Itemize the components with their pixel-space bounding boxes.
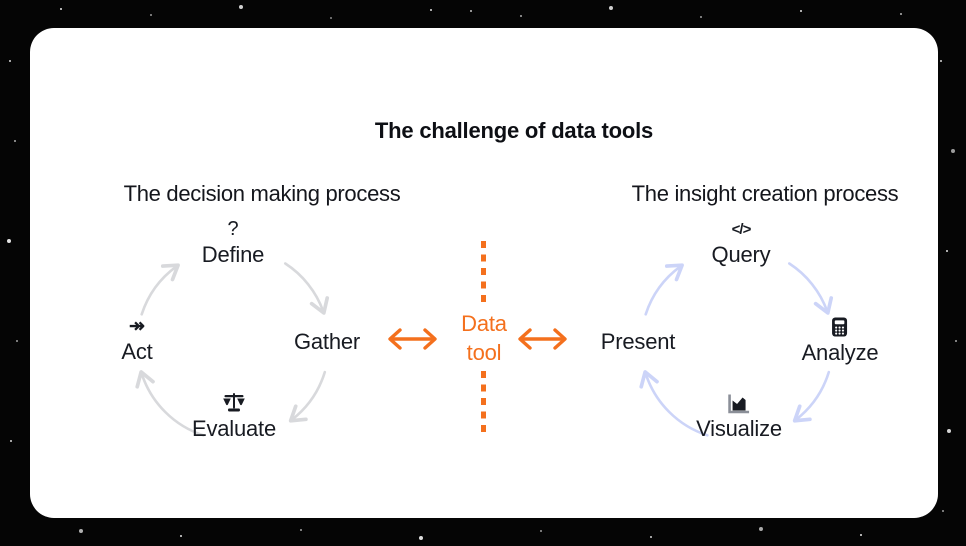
step-analyze: Analyze bbox=[802, 315, 879, 366]
left-process-heading: The decision making process bbox=[123, 181, 401, 206]
balance-scale-icon bbox=[192, 391, 276, 415]
step-gather: Gather bbox=[294, 329, 360, 355]
background-noise bbox=[0, 0, 2, 2]
step-evaluate-label: Evaluate bbox=[191, 416, 277, 441]
step-present: Present bbox=[600, 329, 676, 355]
page-title: The challenge of data tools bbox=[374, 118, 654, 143]
diagram-card: The challenge of data tools The decision… bbox=[30, 28, 938, 518]
calculator-icon bbox=[802, 315, 879, 339]
step-visualize-label: Visualize bbox=[696, 416, 782, 441]
area-chart-icon bbox=[696, 391, 782, 415]
step-present-label: Present bbox=[600, 329, 676, 354]
step-act: ↠ Act bbox=[121, 314, 152, 365]
step-evaluate: Evaluate bbox=[192, 391, 276, 442]
step-define-label: Define bbox=[201, 242, 265, 267]
step-gather-label: Gather bbox=[293, 329, 361, 354]
step-query-label: Query bbox=[711, 242, 771, 267]
step-query: </> Query bbox=[712, 217, 771, 268]
two-headed-arrow-icon: ↠ bbox=[129, 315, 145, 337]
data-tool-label: Data tool bbox=[461, 309, 507, 367]
step-act-label: Act bbox=[121, 339, 153, 364]
question-mark-icon: ? bbox=[227, 217, 239, 240]
step-define: ? Define bbox=[201, 217, 265, 268]
data-tool-line1: Data bbox=[461, 311, 507, 336]
data-tool-line2: tool bbox=[466, 340, 502, 365]
step-visualize: Visualize bbox=[696, 391, 782, 442]
step-analyze-label: Analyze bbox=[801, 340, 879, 365]
right-process-heading: The insight creation process bbox=[631, 181, 899, 206]
code-icon: </> bbox=[731, 220, 752, 238]
